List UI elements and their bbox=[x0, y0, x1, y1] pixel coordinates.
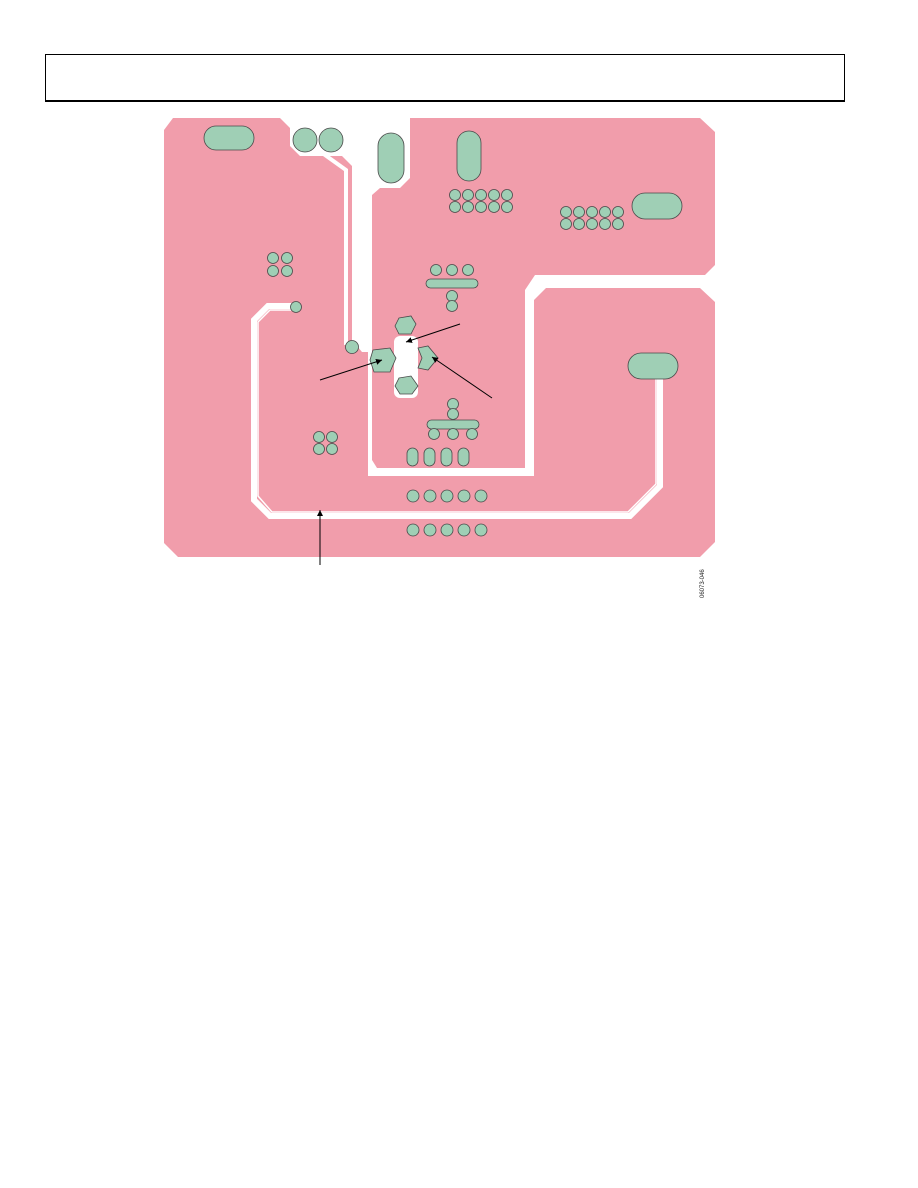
copper-pour-left bbox=[164, 118, 715, 557]
oval-pad-top-left bbox=[203, 125, 255, 151]
via-grid-top-center bbox=[449, 189, 513, 213]
center-component-footprint bbox=[369, 315, 439, 398]
round-pad-top-1 bbox=[292, 127, 318, 153]
page-header-box bbox=[45, 54, 845, 102]
connector-row-1 bbox=[406, 489, 488, 503]
callout-arrow-top bbox=[405, 323, 461, 343]
pad-cluster-upper-t bbox=[425, 264, 479, 312]
oval-pad-top-right bbox=[631, 192, 683, 220]
oval-pad-vertical-2 bbox=[456, 130, 482, 182]
trace-clearance-top bbox=[316, 148, 348, 345]
trace-clearance-right bbox=[318, 370, 663, 519]
via-single-left bbox=[290, 301, 302, 313]
oval-pad-right bbox=[627, 352, 679, 380]
connector-row-2 bbox=[406, 523, 488, 537]
trace-clearance-left bbox=[251, 303, 318, 519]
callout-arrow-right bbox=[431, 356, 493, 399]
figure-id-label: 06073-046 bbox=[700, 569, 706, 598]
via-cluster-left-upper bbox=[267, 252, 293, 277]
callout-arrow-left bbox=[319, 358, 383, 381]
via-cluster-left-lower bbox=[313, 431, 338, 455]
pad-cluster-lower-t bbox=[426, 398, 480, 440]
via-single-center bbox=[345, 340, 359, 354]
via-grid-top-right bbox=[560, 206, 624, 230]
round-pad-top-2 bbox=[318, 127, 344, 153]
pcb-layout-diagram: .cu { fill: #f19dab; } .pad { fill: #9fc… bbox=[164, 118, 715, 565]
pad-row-lower-center bbox=[406, 447, 470, 467]
oval-pad-vertical-1 bbox=[377, 132, 405, 184]
